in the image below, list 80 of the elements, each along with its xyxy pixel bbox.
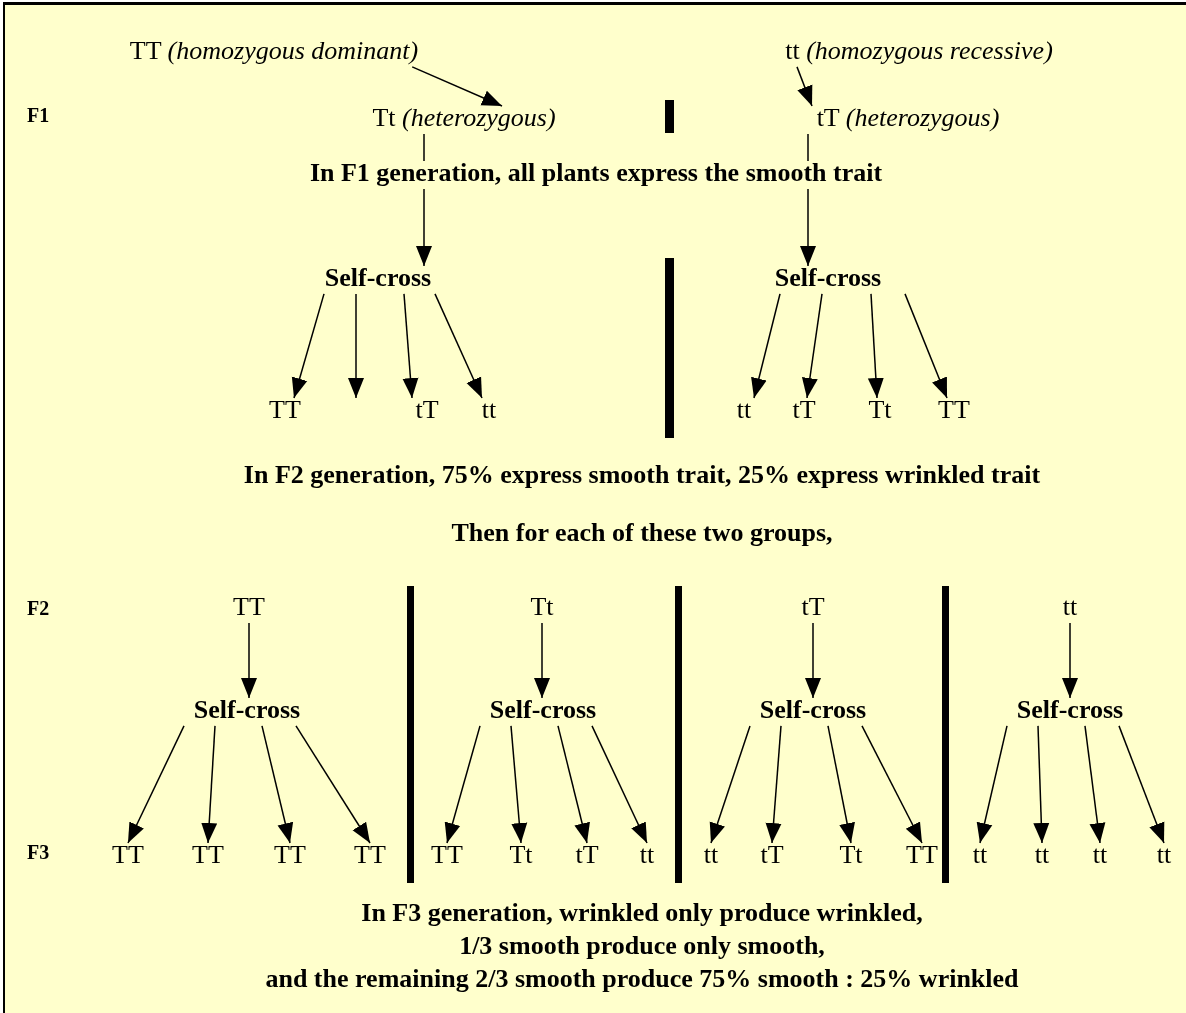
- arrow: [201, 725, 218, 844]
- genotype-text: Tt: [509, 840, 533, 870]
- parent-genotype: TT (homozygous dominant): [129, 36, 419, 66]
- genotype-text: tt: [703, 840, 719, 870]
- genotype-text: TT: [233, 592, 265, 622]
- summary-text: and the remaining 2/3 smooth produce 75% smooth : 25% wrinkled: [265, 963, 1019, 994]
- genotype-text: TT: [192, 840, 224, 870]
- arrow: [1084, 725, 1106, 844]
- summary-text: In F3 generation, wrinkled only produce wrinkled,: [361, 897, 923, 928]
- genotype-text: tt: [639, 840, 655, 870]
- connector-line: [807, 133, 809, 162]
- self-cross-label: Self-cross: [1016, 695, 1124, 725]
- arrow: [534, 622, 550, 699]
- summary-text: 1/3 smooth produce only smooth,: [459, 930, 825, 961]
- arrow: [976, 725, 1008, 844]
- self-cross-label: Self-cross: [759, 695, 867, 725]
- arrow: [402, 293, 419, 399]
- arrow: [796, 66, 813, 107]
- arrow: [591, 725, 648, 844]
- self-cross-label: Self-cross: [489, 695, 597, 725]
- genotype-text: TT: [431, 840, 463, 870]
- summary-text: Then for each of these two groups,: [451, 517, 833, 548]
- genotype-text: TT: [906, 840, 938, 870]
- generation-statement: In F1 generation, all plants express the smooth trait: [309, 158, 883, 188]
- arrow: [411, 66, 503, 107]
- genotype-text: tT: [575, 840, 599, 870]
- genotype-text: tt: [972, 840, 988, 870]
- generation-label: F3: [27, 841, 50, 865]
- parent-genotype: tt (homozygous recessive): [785, 36, 1053, 66]
- genotype-text: tT: [415, 395, 439, 425]
- genotype-text: tT: [760, 840, 784, 870]
- arrow: [444, 725, 481, 844]
- generation-label: F2: [27, 597, 50, 621]
- arrow: [801, 293, 823, 399]
- self-cross-label: Self-cross: [774, 263, 882, 293]
- connector-line: [423, 133, 425, 162]
- arrow: [805, 622, 821, 699]
- self-cross-label: Self-cross: [324, 263, 432, 293]
- offspring-genotype: tT (heterozygous): [816, 103, 1000, 133]
- arrow: [434, 293, 483, 399]
- arrow: [904, 293, 948, 399]
- genotype-text: tt: [1034, 840, 1050, 870]
- genotype-text: tt: [1092, 840, 1108, 870]
- genotype-text: Tt: [530, 592, 554, 622]
- arrow: [867, 293, 884, 399]
- offspring-genotype: Tt (heterozygous): [372, 103, 556, 133]
- arrow: [510, 725, 528, 844]
- genotype-text: tt: [1062, 592, 1078, 622]
- arrow: [1033, 725, 1050, 844]
- generation-label: F1: [27, 104, 50, 128]
- genotype-text: TT: [112, 840, 144, 870]
- arrow: [861, 725, 923, 844]
- arrow: [416, 188, 432, 267]
- genotype-text: TT: [354, 840, 386, 870]
- self-cross-label: Self-cross: [193, 695, 301, 725]
- arrow: [348, 293, 364, 399]
- arrow: [241, 622, 257, 699]
- genotype-text: tt: [736, 395, 752, 425]
- arrow: [261, 725, 294, 844]
- arrow: [751, 293, 781, 399]
- arrow: [291, 293, 325, 399]
- arrow: [765, 725, 782, 844]
- genotype-text: Tt: [868, 395, 892, 425]
- arrow: [295, 725, 371, 844]
- genotype-text: TT: [274, 840, 306, 870]
- genotype-text: tT: [801, 592, 825, 622]
- arrow: [1118, 725, 1165, 844]
- genotype-text: tt: [1156, 840, 1172, 870]
- summary-text: In F2 generation, 75% express smooth trait, 25% express wrinkled trait: [243, 459, 1041, 490]
- genotype-text: TT: [269, 395, 301, 425]
- arrow: [1062, 622, 1078, 699]
- genotype-text: TT: [938, 395, 970, 425]
- genotype-text: tt: [481, 395, 497, 425]
- arrow: [800, 188, 816, 267]
- arrow: [127, 725, 185, 844]
- genotype-text: tT: [792, 395, 816, 425]
- arrow: [709, 725, 751, 844]
- arrow: [827, 725, 855, 844]
- arrow: [557, 725, 590, 844]
- genotype-text: Tt: [839, 840, 863, 870]
